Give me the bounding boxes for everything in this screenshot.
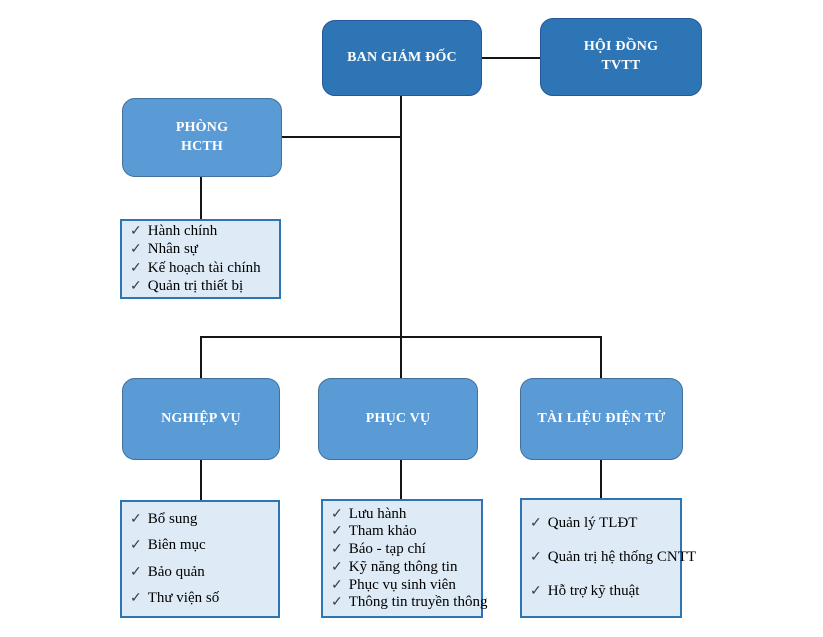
check-icon: ✓: [331, 559, 343, 575]
node-hoi-dong-tvtt: HỘI ĐỒNG TVTT: [540, 18, 702, 96]
list-item: ✓ Bổ sung: [128, 511, 272, 528]
list-item-label: Bảo quản: [147, 563, 205, 580]
checklist-phuc-vu: ✓ Lưu hành ✓ Tham khảo ✓ Báo - tạp chí ✓ Kỹ …: [321, 499, 487, 618]
check-icon: ✓: [331, 542, 343, 558]
check-icon: ✓: [530, 515, 542, 531]
list-item: ✓ Tham khảo: [329, 523, 475, 540]
check-icon: ✓: [130, 279, 142, 295]
connector-phucvu-list: [400, 460, 402, 500]
node-label-line2: TVTT: [601, 58, 641, 73]
list-item-label: Quản trị hệ thống CNTT: [547, 548, 697, 565]
node-label: BAN GIÁM ĐỐC: [347, 49, 457, 65]
list-item: ✓ Lưu hành: [329, 506, 475, 523]
list-item-label: Hỗ trợ kỹ thuật: [547, 582, 640, 599]
check-icon: ✓: [530, 583, 542, 599]
connector-branch: [200, 336, 602, 338]
list-item: ✓ Thông tin truyền thông: [329, 594, 487, 611]
node-label-line2: HCTH: [180, 138, 224, 154]
list-item: ✓ Bảo quản: [128, 564, 272, 581]
list-item-label: Kế hoạch tài chính: [147, 259, 261, 276]
connector-trunk: [400, 96, 402, 378]
connector-drop-tailieu: [600, 336, 602, 378]
list-item: ✓ Kỹ năng thông tin: [329, 559, 475, 576]
list-item: ✓ Nhân sự: [128, 241, 273, 258]
node-label: NGHIỆP VỤ: [161, 410, 241, 426]
checklist-tai-lieu: ✓ Quản lý TLĐT ✓ Quản trị hệ thống CNTT ✓ H…: [520, 498, 696, 618]
check-icon: ✓: [130, 512, 142, 528]
list-item: ✓ Báo - tạp chí: [329, 541, 475, 558]
list-item-label: Báo - tạp chí: [348, 541, 426, 558]
checklist-nghiep-vu: ✓ Bổ sung ✓ Biên mục ✓ Bảo quản ✓ Thư viện s…: [120, 500, 280, 618]
node-phuc-vu: PHỤC VỤ: [318, 378, 478, 460]
connector-hcth-trunk: [282, 136, 401, 138]
check-icon: ✓: [130, 223, 142, 239]
list-item-label: Phục vụ sinh viên: [348, 576, 456, 593]
list-item-label: Quản trị thiết bị: [147, 278, 244, 295]
check-icon: ✓: [331, 595, 343, 611]
connector-nghiepvu-list: [200, 460, 202, 501]
node-label-line1: HỘI ĐỒNG: [583, 39, 659, 55]
check-icon: ✓: [530, 549, 542, 565]
node-phong-hcth: PHÒNG HCTH: [122, 98, 282, 177]
node-ban-giam-doc: BAN GIÁM ĐỐC: [322, 20, 482, 96]
connector-tailieu-list: [600, 460, 602, 499]
list-item-label: Tham khảo: [348, 523, 417, 540]
connector-bgd-hdtvtt: [482, 57, 540, 59]
list-item: ✓ Kế hoạch tài chính: [128, 260, 273, 277]
list-item-label: Hành chính: [147, 222, 218, 239]
list-item-label: Thư viện số: [147, 589, 220, 606]
check-icon: ✓: [130, 538, 142, 554]
check-icon: ✓: [331, 524, 343, 540]
checklist-hcth: ✓ Hành chính ✓ Nhân sự ✓ Kế hoạch tài chính…: [120, 219, 281, 299]
connector-drop-nghiepvu: [200, 336, 202, 378]
check-icon: ✓: [130, 590, 142, 606]
node-label: PHỤC VỤ: [365, 410, 431, 426]
list-item: ✓ Hành chính: [128, 223, 273, 240]
check-icon: ✓: [130, 242, 142, 258]
check-icon: ✓: [130, 260, 142, 276]
node-tai-lieu-dien-tu: TÀI LIỆU ĐIỆN TỬ: [520, 378, 683, 460]
list-item-label: Quản lý TLĐT: [547, 514, 638, 531]
node-label: TÀI LIỆU ĐIỆN TỬ: [537, 410, 666, 426]
list-item-label: Biên mục: [147, 537, 206, 554]
node-label-line1: PHÒNG: [175, 119, 229, 135]
list-item-label: Thông tin truyền thông: [348, 594, 488, 611]
list-item-label: Nhân sự: [147, 241, 198, 258]
list-item-label: Kỹ năng thông tin: [348, 558, 458, 575]
list-item: ✓ Phục vụ sinh viên: [329, 577, 475, 594]
node-nghiep-vu: NGHIỆP VỤ: [122, 378, 280, 460]
connector-hcth-list: [200, 177, 202, 220]
list-item: ✓ Quản lý TLĐT: [528, 506, 674, 540]
list-item: ✓ Quản trị hệ thống CNTT: [528, 540, 696, 574]
check-icon: ✓: [331, 577, 343, 593]
list-item-label: Lưu hành: [348, 505, 407, 522]
check-icon: ✓: [331, 506, 343, 522]
list-item: ✓ Quản trị thiết bị: [128, 278, 273, 295]
list-item: ✓ Biên mục: [128, 537, 272, 554]
list-item: ✓ Hỗ trợ kỹ thuật: [528, 574, 674, 608]
list-item: ✓ Thư viện số: [128, 590, 272, 607]
list-item-label: Bổ sung: [147, 511, 198, 528]
check-icon: ✓: [130, 564, 142, 580]
